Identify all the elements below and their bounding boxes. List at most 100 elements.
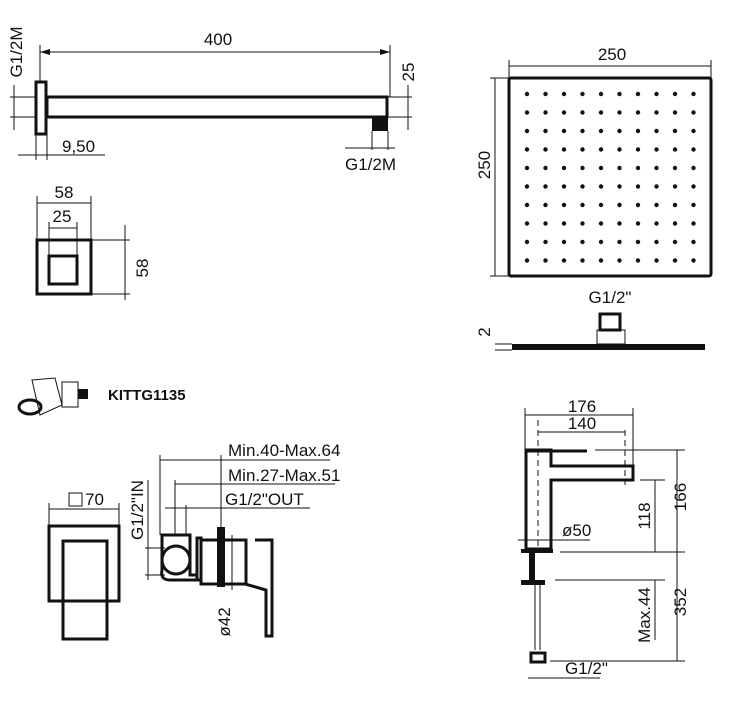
reach-total-label: 176 bbox=[568, 397, 596, 416]
head-thickness-label: 2 bbox=[475, 327, 494, 336]
nozzle-dot bbox=[617, 147, 622, 152]
mixer-side-view: Min.40-Max.64 Min.27-Max.51 G1/2"OUT G1/… bbox=[128, 441, 340, 638]
nozzle-dot bbox=[635, 258, 641, 263]
nozzle-dot bbox=[672, 165, 678, 171]
nozzle-dot bbox=[635, 165, 641, 171]
nozzle-dot bbox=[672, 258, 678, 263]
plate-size-label: 70 bbox=[85, 490, 104, 509]
nozzle-dot bbox=[543, 165, 548, 171]
nozzle-dot bbox=[524, 239, 530, 245]
kit-code: KITTG1135 bbox=[108, 387, 186, 404]
nozzle-dot bbox=[691, 258, 696, 263]
nozzle-dot bbox=[598, 110, 604, 115]
flange-height-label: 58 bbox=[133, 259, 152, 278]
nozzle-dot bbox=[561, 147, 567, 152]
nozzle-dot bbox=[598, 128, 604, 134]
shower-head-top-view: 250 250 bbox=[475, 45, 713, 278]
arm-length-label: 400 bbox=[204, 30, 232, 49]
nozzle-dot bbox=[617, 128, 622, 134]
nozzle-dot bbox=[617, 91, 622, 97]
faucet-drawing: 176 140 ø50 118 166 Max.44 352 G1/2" bbox=[518, 397, 690, 679]
nozzle-dot bbox=[691, 147, 696, 152]
nozzle-dot bbox=[543, 221, 548, 226]
flange-inner-label: 25 bbox=[53, 207, 72, 226]
nozzle-dot bbox=[524, 258, 530, 263]
nozzle-dot bbox=[635, 184, 641, 189]
nozzle-dot bbox=[617, 258, 622, 263]
nozzle-dot bbox=[561, 258, 567, 263]
nozzle-dot bbox=[654, 147, 659, 152]
outlet bbox=[372, 117, 388, 131]
nozzle-dot bbox=[654, 128, 659, 134]
head-depth-label: 250 bbox=[475, 151, 494, 179]
nozzle-dot bbox=[543, 258, 548, 263]
range2-label: Min.27-Max.51 bbox=[228, 466, 340, 485]
nozzle-dot bbox=[524, 110, 530, 115]
nozzle-dot bbox=[691, 128, 696, 134]
nozzle-dot bbox=[561, 221, 567, 226]
diameter-label: ø42 bbox=[215, 607, 234, 636]
shower-head-side-view: G1/2" 2 bbox=[475, 288, 705, 351]
nozzle-dot bbox=[598, 147, 604, 152]
nozzle-dot bbox=[672, 147, 678, 152]
nozzle-dot bbox=[654, 110, 659, 115]
nozzle-dot bbox=[561, 128, 567, 134]
nozzle-dot bbox=[524, 147, 530, 152]
nozzle-dot bbox=[672, 221, 678, 226]
nozzle-dot bbox=[654, 221, 659, 226]
nozzle-dot bbox=[672, 110, 678, 115]
nozzle-dot bbox=[691, 221, 696, 226]
nozzle-dot bbox=[580, 202, 585, 208]
nozzle-dot bbox=[598, 91, 604, 97]
nozzle-dot bbox=[543, 147, 548, 152]
out-thread-label: G1/2"OUT bbox=[225, 490, 304, 509]
nozzle-dot bbox=[635, 91, 641, 97]
nozzle-dot bbox=[672, 184, 678, 189]
nozzle-dot bbox=[654, 184, 659, 189]
nozzle-dot bbox=[580, 184, 585, 189]
faucet-thread-label: G1/2" bbox=[565, 659, 608, 678]
nozzle-dot bbox=[580, 128, 585, 134]
nozzle-dot bbox=[580, 239, 585, 245]
range1-label: Min.40-Max.64 bbox=[228, 441, 340, 460]
nozzle-dot bbox=[524, 165, 530, 171]
nozzle-dot bbox=[654, 165, 659, 171]
nozzle-dot bbox=[524, 128, 530, 134]
nozzle-dot bbox=[617, 110, 622, 115]
nozzle-dot bbox=[635, 202, 641, 208]
nozzle-dot bbox=[580, 221, 585, 226]
nozzle-dot bbox=[654, 202, 659, 208]
nozzle-dot bbox=[635, 110, 641, 115]
nozzle-dot bbox=[580, 258, 585, 263]
hose-length-label: 352 bbox=[671, 588, 690, 616]
cartridge-kit-icon bbox=[17, 377, 88, 416]
reach-label: 140 bbox=[568, 414, 596, 433]
nozzle-dot bbox=[524, 202, 530, 208]
nozzle-dot bbox=[672, 91, 678, 97]
nozzle-dot bbox=[543, 184, 548, 189]
arm-height-label: 25 bbox=[399, 63, 418, 82]
total-height-label: 166 bbox=[671, 483, 690, 511]
nozzle-dot bbox=[561, 110, 567, 115]
nozzle-dot bbox=[672, 239, 678, 245]
outlet-thread-label: G1/2M bbox=[345, 155, 396, 174]
mixer-front-view: 70 bbox=[47, 490, 121, 641]
nozzle-dot bbox=[543, 128, 548, 134]
nozzle-dot bbox=[691, 91, 696, 97]
deck-max-label: Max.44 bbox=[635, 587, 654, 643]
spout-height-label: 118 bbox=[635, 502, 654, 529]
nozzle-dot bbox=[635, 128, 641, 134]
nozzle-dot bbox=[598, 165, 604, 171]
nozzle-dot bbox=[524, 91, 530, 97]
nozzle-dot bbox=[561, 202, 567, 208]
flange-drawing: 58 25 58 bbox=[35, 183, 152, 300]
nozzle-dot bbox=[561, 239, 567, 245]
shower-arm-drawing: 400 25 G1/2M 9,50 G1/2M bbox=[7, 26, 418, 174]
nozzle-dot bbox=[598, 221, 604, 226]
nozzle-dot bbox=[691, 184, 696, 189]
head-width-label: 250 bbox=[598, 45, 626, 64]
nozzle-dot bbox=[580, 165, 585, 171]
nozzle-dot bbox=[635, 239, 641, 245]
inlet-thread-label: G1/2M bbox=[7, 26, 26, 77]
